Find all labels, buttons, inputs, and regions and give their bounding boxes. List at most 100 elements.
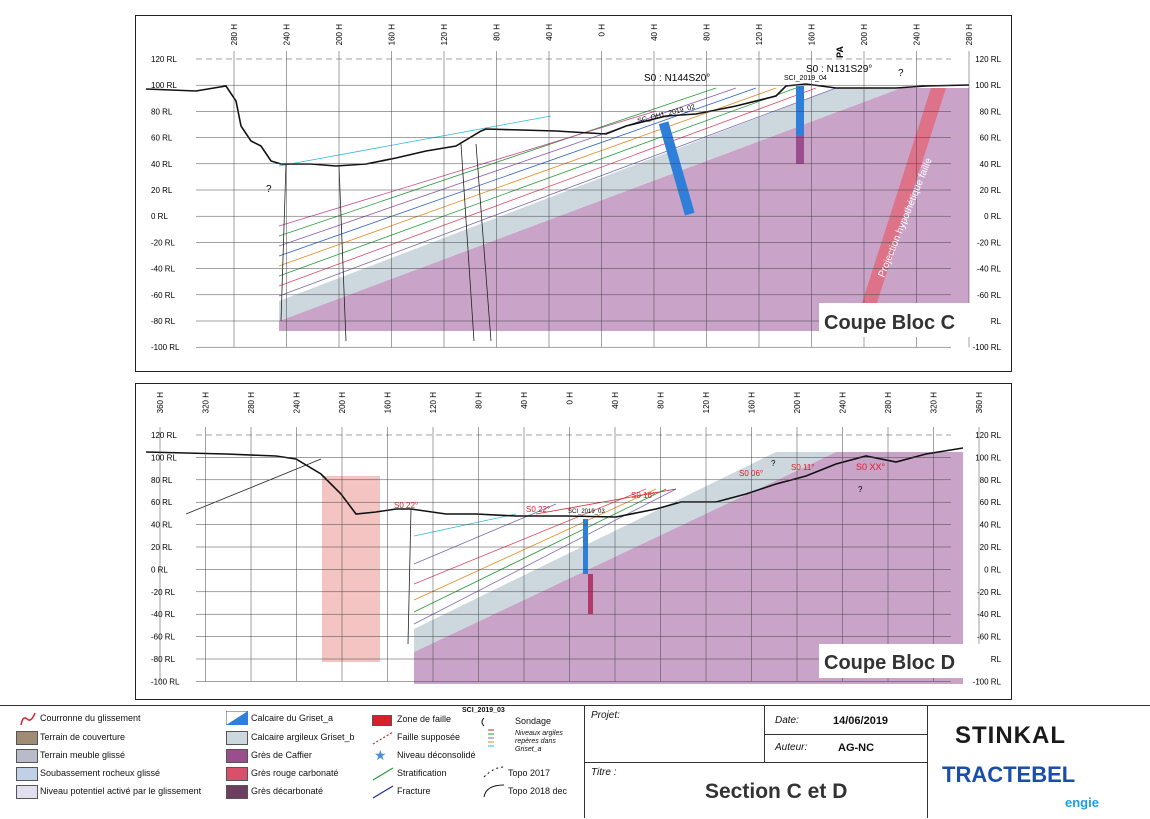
sondage-d-lower xyxy=(588,574,593,614)
fault-zone-band xyxy=(861,88,946,306)
section-title: Section C et D xyxy=(705,780,848,803)
y-tick-label-right: 80 RL xyxy=(980,107,1002,116)
y-tick-label-left: 0 RL xyxy=(151,212,168,221)
x-tick-label: 240 H xyxy=(839,392,848,414)
y-tick-label-left: -20 RL xyxy=(151,588,176,597)
y-tick-label-left: -60 RL xyxy=(151,633,176,642)
legend-stratification: Stratification xyxy=(397,768,447,778)
x-tick-label: 40 H xyxy=(650,24,659,41)
y-tick-label-left: 20 RL xyxy=(151,186,173,195)
x-tick-label: 200 H xyxy=(860,24,869,46)
griset-b-swatch xyxy=(226,731,248,745)
rouge-swatch xyxy=(226,767,248,781)
stinkal-logo: STINKAL xyxy=(955,722,1066,749)
x-tick-label: 80 H xyxy=(703,24,712,41)
y-tick-label-right: -20 RL xyxy=(977,588,1002,597)
legend-caffier: Grès de Caffier xyxy=(251,750,312,760)
x-tick-label: 200 H xyxy=(335,24,344,46)
x-tick-label: 280 H xyxy=(884,392,893,414)
projet-label: Projet: xyxy=(591,710,620,721)
coupe-c-title-box xyxy=(819,303,991,337)
topo-2018-icon xyxy=(483,784,505,798)
sondage-d-column xyxy=(583,519,588,574)
faille-supposee-icon xyxy=(372,731,394,745)
y-tick-label-left: 100 RL xyxy=(151,81,177,90)
legend-griset-b: Calcaire argileux Griset_b xyxy=(251,732,355,742)
legend-rouge: Grès rouge carbonaté xyxy=(251,768,339,778)
question-d2: ? xyxy=(858,485,863,494)
x-tick-label: 160 H xyxy=(808,24,817,46)
y-tick-label-left: -40 RL xyxy=(151,610,176,619)
y-tick-label-left: 120 RL xyxy=(151,55,177,64)
y-tick-label-right: -20 RL xyxy=(977,238,1002,247)
date-value: 14/06/2019 xyxy=(833,715,889,727)
y-tick-label-left: 20 RL xyxy=(151,543,173,552)
y-tick-label-right: 20 RL xyxy=(980,543,1002,552)
tb-divider-2 xyxy=(764,705,765,762)
y-tick-label-right: 0 RL xyxy=(984,565,1001,574)
legend-topo-2017: Topo 2017 xyxy=(508,768,551,778)
so-label-2: S0 : N131S29° xyxy=(806,64,872,75)
x-tick-label: 80 H xyxy=(475,392,484,409)
s0-label-f: S0 XX° xyxy=(856,462,886,472)
coupe-c-title: Coupe Bloc C xyxy=(824,312,955,334)
x-tick-label: 240 H xyxy=(293,392,302,414)
y-tick-label-right: -60 RL xyxy=(977,291,1002,300)
s0-label-d: S0 06° xyxy=(739,469,763,478)
legend-zone-faille: Zone de faille xyxy=(397,714,452,724)
x-tick-label: 120 H xyxy=(755,24,764,46)
y-tick-label-right: -40 RL xyxy=(977,610,1002,619)
y-tick-label-left: -20 RL xyxy=(151,238,176,247)
legend-sondage: Sondage xyxy=(515,716,552,726)
auteur-label: Auteur: xyxy=(775,742,808,753)
x-tick-label: 320 H xyxy=(930,392,939,414)
caffier-swatch xyxy=(226,749,248,763)
x-tick-label: 80 H xyxy=(493,24,502,41)
stratification-lines-d xyxy=(413,488,677,625)
y-tick-label-left: -80 RL xyxy=(151,655,176,664)
y-tick-label-left: 60 RL xyxy=(151,134,173,143)
tb-divider-3 xyxy=(927,705,928,818)
s0-label-e: S0 11° xyxy=(791,463,815,472)
legend-soubassement: Soubassement rocheux glissé xyxy=(40,768,161,778)
legend-decarbonate: Grès décarbonaté xyxy=(251,786,324,796)
y-tick-label-right: 20 RL xyxy=(980,186,1002,195)
legend-faille-supposee: Faille supposée xyxy=(397,732,461,742)
y-tick-label-left: -60 RL xyxy=(151,291,176,300)
sondage-c2-column xyxy=(796,86,804,164)
stratification-lines xyxy=(278,87,837,297)
x-tick-label: 40 H xyxy=(520,392,529,409)
x-tick-label: 80 H xyxy=(657,392,666,409)
y-tick-label-left: 80 RL xyxy=(151,476,173,485)
legend-topo-2018: Topo 2018 dec xyxy=(508,786,568,796)
x-tick-label: 280 H xyxy=(230,24,239,46)
legend-griset-a: Calcaire du Griset_a xyxy=(251,713,334,723)
y-tick-label-left: 80 RL xyxy=(151,107,173,116)
y-tick-label-right: 0 RL xyxy=(984,212,1001,221)
legend-couverture: Terrain de couverture xyxy=(40,732,126,742)
y-tick-label-right: 120 RL xyxy=(975,431,1001,440)
y-tick-label-left: 40 RL xyxy=(151,521,173,530)
x-tick-label: 240 H xyxy=(283,24,292,46)
x-tick-label: 120 H xyxy=(429,392,438,414)
legend-fracture: Fracture xyxy=(397,786,431,796)
y-tick-label-right: -40 RL xyxy=(977,265,1002,274)
y-tick-label-left: -80 RL xyxy=(151,317,176,326)
x-tick-label: 120 H xyxy=(440,24,449,46)
y-tick-label-right: 80 RL xyxy=(980,476,1002,485)
gres-rouge-block xyxy=(322,476,380,662)
y-tick-label-right: 40 RL xyxy=(980,160,1002,169)
tractebel-logo: TRACTEBEL xyxy=(942,762,1076,787)
x-tick-label: 0 H xyxy=(566,392,575,405)
legend-niveau-deconsolide: Niveau déconsolidé xyxy=(397,750,476,760)
y-tick-label-left: 60 RL xyxy=(151,498,173,507)
x-tick-label: 0 H xyxy=(598,24,607,37)
y-tick-label-right: -100 RL xyxy=(973,677,1002,686)
titre-label: Titre : xyxy=(591,767,617,778)
fracture-icon xyxy=(372,785,394,799)
y-tick-label-right: 60 RL xyxy=(980,498,1002,507)
